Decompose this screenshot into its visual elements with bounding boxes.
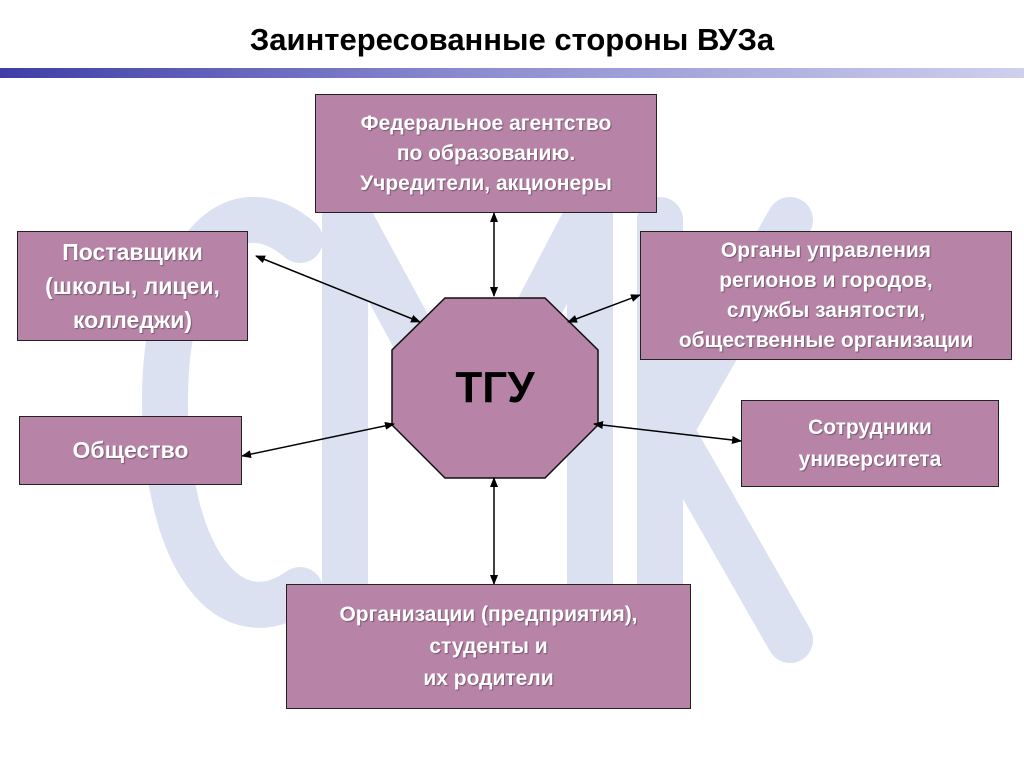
arrow-suppliers xyxy=(255,255,421,323)
center-octagon xyxy=(391,297,599,479)
node-suppliers: Поставщики (школы, лицеи, колледжи) xyxy=(17,231,248,341)
center-node-label: ТГУ xyxy=(455,363,535,412)
node-government-bodies: Органы управления регионов и городов, сл… xyxy=(640,231,1012,360)
page-title: Заинтересованные стороны ВУЗа xyxy=(249,22,775,57)
arrow-society xyxy=(241,421,395,459)
arrow-gov xyxy=(567,294,641,323)
arrow-staff xyxy=(593,421,742,444)
node-society: Общество xyxy=(19,416,242,485)
node-organizations-students: Организации (предприятия), студенты и их… xyxy=(286,584,691,709)
node-university-staff: Сотрудники университета xyxy=(741,400,999,487)
watermark-letter-c xyxy=(142,196,323,628)
title-divider xyxy=(0,68,1024,78)
node-federal-agency: Федеральное агентство по образованию. Уч… xyxy=(315,94,657,213)
